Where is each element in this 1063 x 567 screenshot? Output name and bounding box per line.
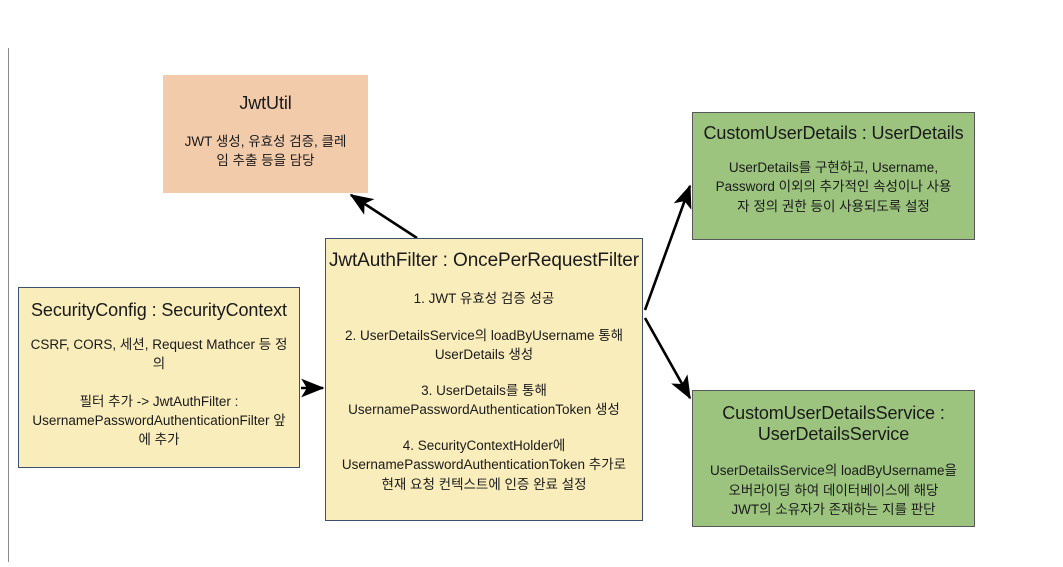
node-securityconfig-body-1: CSRF, CORS, 세션, Request Mathcer 등 정 의 xyxy=(30,337,288,372)
node-customuserdetails-title: CustomUserDetails : UserDetails xyxy=(703,123,964,143)
node-jwtauthfilter-title: JwtAuthFilter : OncePerRequestFilter xyxy=(328,250,639,271)
node-customuserdetailsservice-title: CustomUserDetailsService : UserDetailsSe… xyxy=(722,403,945,445)
node-securityconfig-body-2: 필터 추가 -> JwtAuthFilter : UsernamePasswor… xyxy=(32,393,286,447)
node-jwtauthfilter[interactable]: JwtAuthFilter : OncePerRequestFilter 1. … xyxy=(325,238,643,521)
node-customuserdetailsservice[interactable]: CustomUserDetailsService : UserDetailsSe… xyxy=(692,390,975,527)
node-jwtauthfilter-step-4: 4. SecurityContextHolder에 UsernamePasswo… xyxy=(341,438,627,492)
node-jwtauthfilter-step-3: 3. UserDetails를 통해 UsernamePasswordAuthe… xyxy=(348,382,620,418)
node-customuserdetails-body: UserDetails를 구현하고, Username, Password 이외… xyxy=(715,160,952,214)
node-securityconfig-title: SecurityConfig : SecurityContext xyxy=(31,300,287,320)
node-customuserdetails[interactable]: CustomUserDetails : UserDetails UserDeta… xyxy=(692,112,975,240)
node-jwtauthfilter-step-2: 2. UserDetailsService의 loadByUsername 통해… xyxy=(344,327,624,362)
arrow-jwtauthfilter-to-customuserdetails xyxy=(643,184,692,311)
node-jwtutil[interactable]: JwtUtil JWT 생성, 유효성 검증, 클레 임 추출 등을 담당 xyxy=(163,75,368,193)
node-jwtutil-body: JWT 생성, 유효성 검증, 클레 임 추출 등을 담당 xyxy=(184,134,347,169)
page-border-line xyxy=(8,48,9,562)
arrow-jwtauthfilter-to-jwtutil xyxy=(349,193,418,240)
arrow-jwtauthfilter-to-customuserdetailsservice xyxy=(643,317,692,400)
node-jwtutil-title: JwtUtil xyxy=(239,93,292,113)
node-customuserdetailsservice-body: UserDetailsService의 loadByUsername을 오버라이… xyxy=(710,463,957,517)
node-securityconfig[interactable]: SecurityConfig : SecurityContext CSRF, C… xyxy=(18,287,300,468)
node-jwtauthfilter-steps: 1. JWT 유효성 검증 성공 2. UserDetailsService의 … xyxy=(328,289,640,493)
node-jwtauthfilter-step-1: 1. JWT 유효성 검증 성공 xyxy=(413,291,555,307)
